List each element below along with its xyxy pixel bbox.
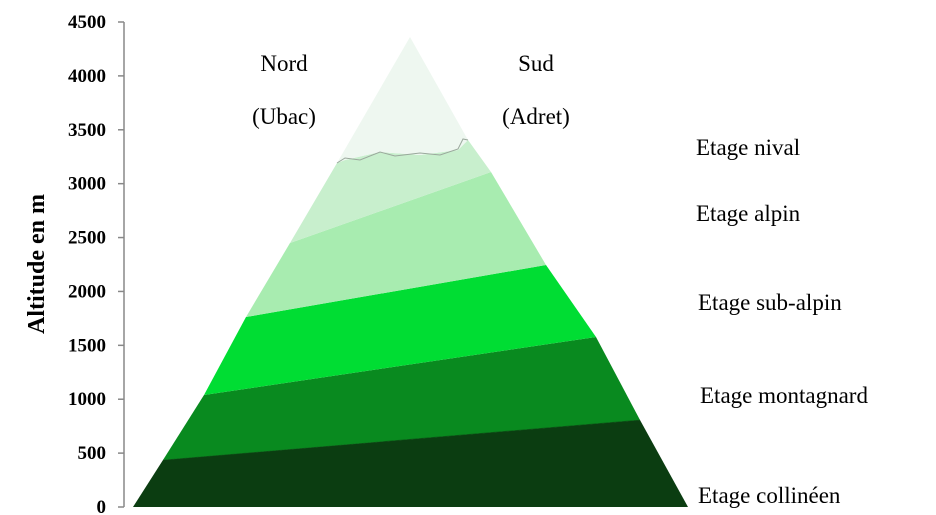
y-tick-label: 4500 [68, 12, 106, 33]
zone-label-nival: Etage nival [696, 135, 800, 160]
y-tick-label: 1500 [68, 335, 106, 356]
south-label: Sud [518, 51, 554, 76]
south-sublabel: (Adret) [502, 104, 570, 129]
y-axis-label: Altitude en m [24, 194, 50, 334]
zone-label-collineen: Etage collinéen [698, 483, 841, 508]
y-tick-label: 1000 [68, 389, 106, 410]
y-tick-label: 4000 [68, 66, 106, 87]
zone-nival [337, 37, 468, 163]
y-tick-label: 0 [97, 497, 107, 515]
y-tick-label: 3500 [68, 120, 106, 141]
zone-label-alpin: Etage alpin [696, 201, 801, 226]
snow-line [336, 138, 469, 164]
north-label: Nord [260, 51, 308, 76]
zone-boundary-1 [162, 419, 641, 461]
zone-alpin-lower [246, 172, 546, 317]
y-axis-ticks: 0 500 1000 1500 2000 2500 3000 3500 4000 4500 [68, 12, 124, 515]
y-tick-label: 3000 [68, 174, 106, 195]
mountain [133, 37, 688, 507]
zone-montagnard [163, 337, 640, 460]
y-tick-label: 500 [78, 443, 107, 464]
y-tick-label: 2000 [68, 281, 106, 302]
zone-label-montagnard: Etage montagnard [700, 383, 868, 408]
north-sublabel: (Ubac) [252, 104, 316, 129]
zone-sub-alpin [204, 265, 596, 395]
zone-collineen [133, 420, 688, 507]
zone-alpin-upper [290, 140, 491, 243]
zone-label-sub-alpin: Etage sub-alpin [698, 290, 842, 315]
y-tick-label: 2500 [68, 228, 106, 249]
